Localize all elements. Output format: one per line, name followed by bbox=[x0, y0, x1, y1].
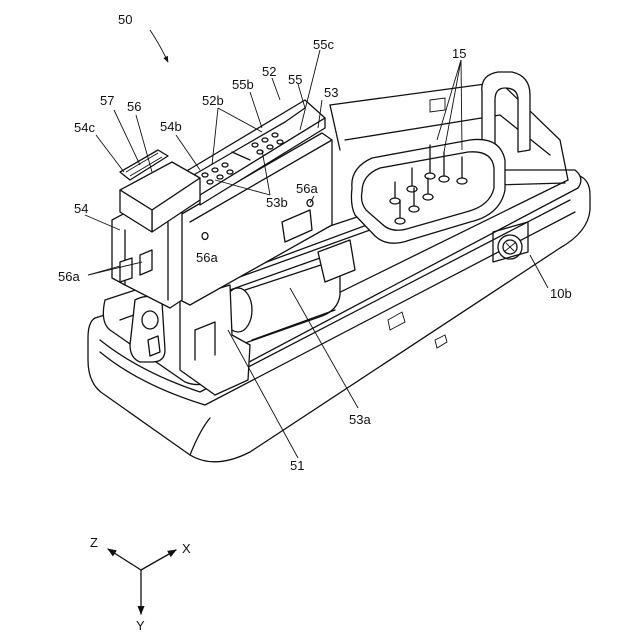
label-55: 55 bbox=[288, 72, 302, 87]
label-57: 57 bbox=[100, 93, 114, 108]
axis-y-label: Y bbox=[136, 618, 145, 633]
label-52b: 52b bbox=[202, 93, 224, 108]
axis-x-label: X bbox=[182, 541, 191, 556]
label-50: 50 bbox=[118, 12, 132, 27]
label-15: 15 bbox=[452, 46, 466, 61]
label-52: 52 bbox=[262, 64, 276, 79]
label-55c: 55c bbox=[313, 37, 334, 52]
label-54c: 54c bbox=[74, 120, 95, 135]
label-53: 53 bbox=[324, 85, 338, 100]
label-56a-top: 56a bbox=[296, 181, 318, 196]
label-56a-left: 56a bbox=[58, 269, 80, 284]
label-54b: 54b bbox=[160, 119, 182, 134]
label-53b: 53b bbox=[266, 195, 288, 210]
axis-z-label: Z bbox=[90, 535, 98, 550]
axis-triad: Z X Y bbox=[90, 535, 191, 633]
label-54: 54 bbox=[74, 201, 88, 216]
label-53a: 53a bbox=[349, 412, 371, 427]
label-10b: 10b bbox=[550, 286, 572, 301]
label-56: 56 bbox=[127, 99, 141, 114]
label-56a-mid: 56a bbox=[196, 250, 218, 265]
label-55b: 55b bbox=[232, 77, 254, 92]
label-51: 51 bbox=[290, 458, 304, 473]
